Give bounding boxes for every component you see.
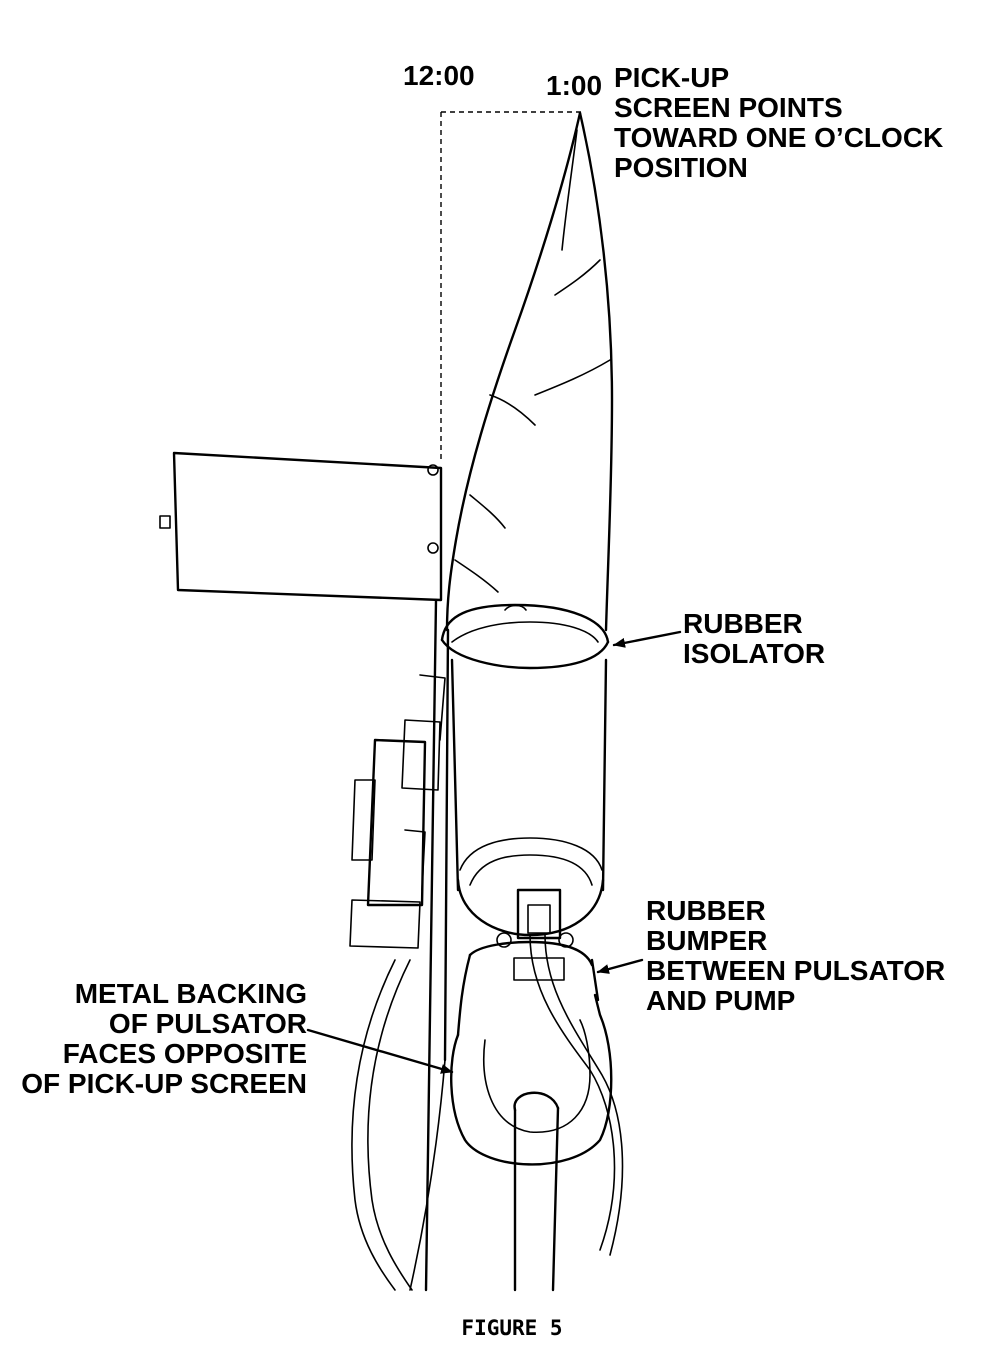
pump-body: [450, 658, 608, 948]
wires: [351, 934, 624, 1291]
pickup-label-line-2: SCREEN POINTS: [614, 92, 843, 123]
metal-label-line-4: OF PICK-UP SCREEN: [21, 1068, 307, 1099]
metal-label-line-3: FACES OPPOSITE: [63, 1038, 307, 1069]
pickup-label-line-4: POSITION: [614, 152, 748, 183]
isolator-label-line-1: RUBBER: [683, 608, 803, 639]
bumper-label-line-4: AND PUMP: [646, 985, 795, 1016]
isolator-label-line-2: ISOLATOR: [683, 638, 825, 669]
label-1-oclock: 1:00: [546, 70, 602, 101]
bumper-label-line-2: BUMPER: [646, 925, 767, 956]
pickup-screen-label: PICK-UP SCREEN POINTS TOWARD ONE O’CLOCK…: [614, 62, 943, 183]
pickup-label-line-3: TOWARD ONE O’CLOCK: [614, 122, 943, 153]
bumper-label-line-3: BETWEEN PULSATOR: [646, 955, 945, 986]
label-12-oclock: 12:00: [403, 60, 475, 91]
bumper-label: RUBBER BUMPER BETWEEN PULSATOR AND PUMP: [646, 895, 945, 1016]
metal-label-line-1: METAL BACKING: [75, 978, 307, 1009]
pickup-screen: [445, 111, 614, 632]
figure-caption: FIGURE 5: [461, 1316, 562, 1340]
pulsator: [450, 940, 613, 1292]
rubber-isolator: [440, 603, 610, 670]
bumper-label-line-1: RUBBER: [646, 895, 766, 926]
clock-reference-lines: [440, 111, 585, 460]
pickup-label-line-1: PICK-UP: [614, 62, 729, 93]
metal-label-line-2: OF PULSATOR: [109, 1008, 307, 1039]
leader-lines: [306, 630, 682, 1074]
mounting-bracket: [159, 451, 450, 1292]
metal-backing-label: METAL BACKING OF PULSATOR FACES OPPOSITE…: [21, 978, 307, 1099]
isolator-label: RUBBER ISOLATOR: [683, 608, 825, 669]
